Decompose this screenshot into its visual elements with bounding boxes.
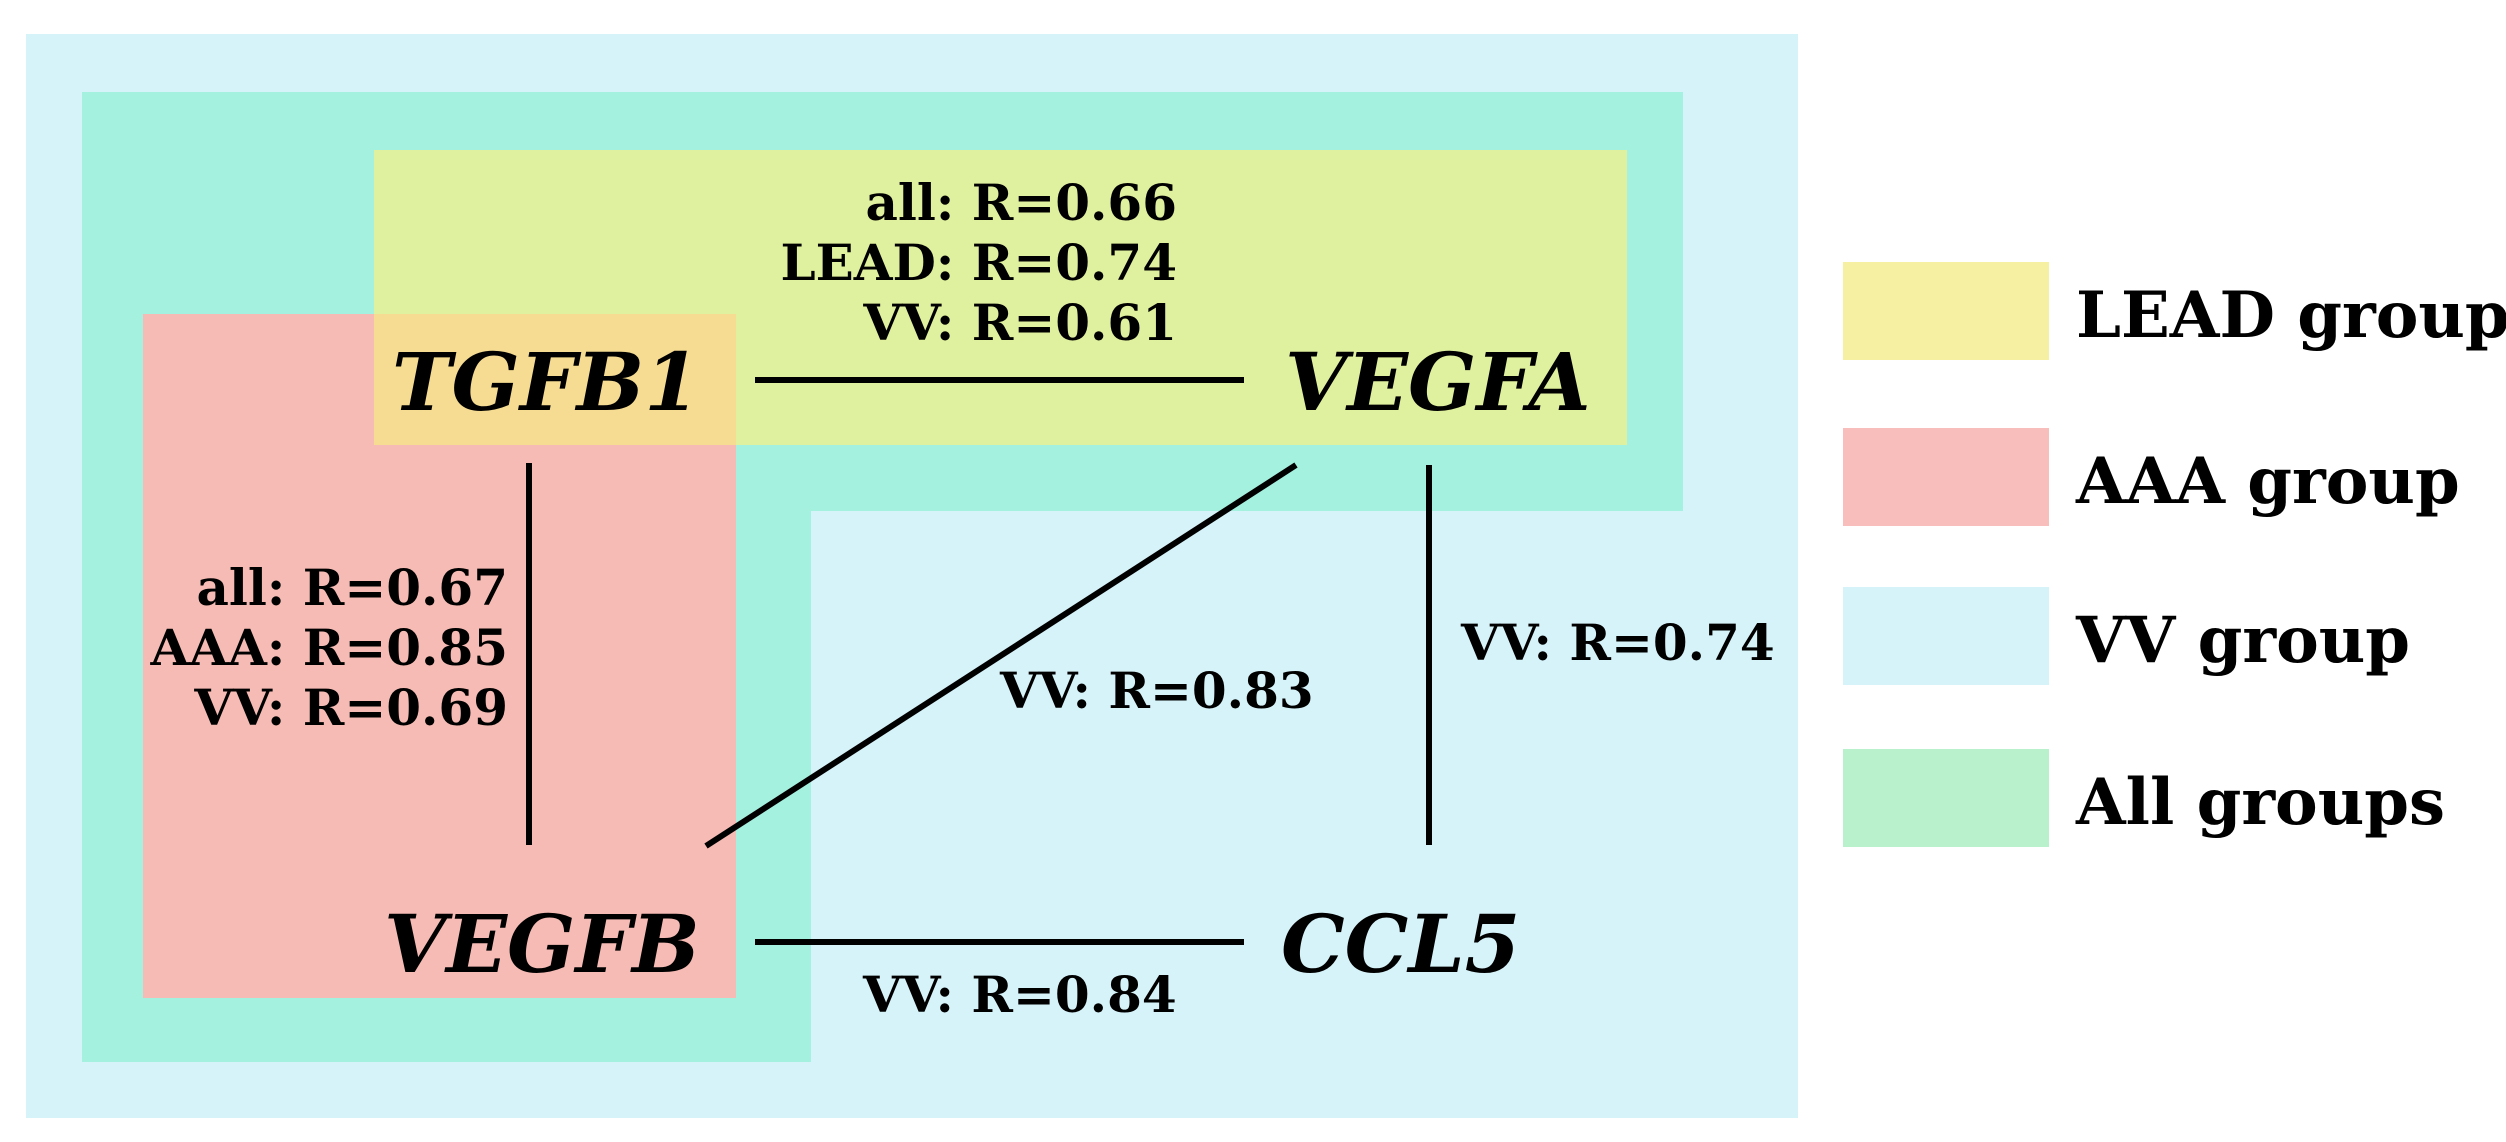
label-vegfa-vegfb-vv: VV: R=0.83 [999,661,1314,720]
legend-label-aaa: AAA group [2075,444,2460,519]
label-tgfb1-vegfa-vv: VV: R=0.61 [862,293,1177,352]
label-tgfb1-vegfb-all: all: R=0.67 [197,558,508,617]
gene-vegfb: VEGFB [384,897,700,991]
gene-ccl5: CCL5 [1281,897,1520,991]
legend-swatch-aaa [1843,428,2049,526]
legend-label-vv: VV group [2075,603,2410,678]
label-tgfb1-vegfa-lead: LEAD: R=0.74 [780,233,1177,292]
gene-vegfa: VEGFA [1285,335,1591,429]
gene-tgfb1: TGFB1 [392,335,700,429]
legend-label-all: All groups [2075,765,2445,840]
legend-swatch-vv [1843,587,2049,685]
label-tgfb1-vegfb-aaa: AAA: R=0.85 [150,618,508,677]
edge-vegfa-vegfb [704,462,1298,849]
label-vegfa-ccl5-vv: VV: R=0.74 [1460,613,1775,672]
label-vegfb-ccl5-vv: VV: R=0.84 [862,965,1177,1024]
legend-label-lead: LEAD group [2076,278,2506,353]
legend-swatch-lead [1843,262,2049,360]
legend-swatch-all [1843,749,2049,847]
legend: LEAD group AAA group VV group All groups [1843,262,2506,847]
label-tgfb1-vegfb-vv: VV: R=0.69 [193,678,508,737]
lead-aaa-overlap-region [374,314,736,445]
label-tgfb1-vegfa-all: all: R=0.66 [866,173,1177,232]
